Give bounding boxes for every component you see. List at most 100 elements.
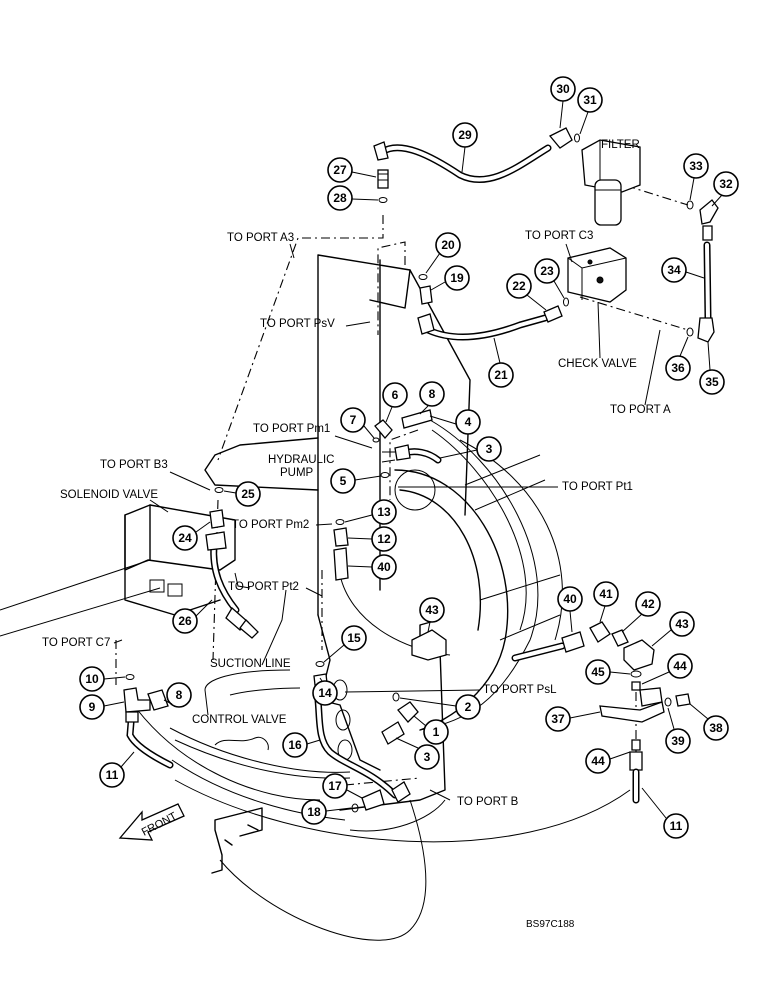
svg-text:37: 37 [551, 712, 565, 726]
callout-22: 22 [506, 273, 547, 311]
callout-24: 24 [172, 521, 211, 551]
label-to-port-a3: TO PORT A3 [227, 232, 294, 244]
svg-text:36: 36 [671, 361, 685, 375]
svg-text:2: 2 [465, 700, 472, 714]
svg-text:43: 43 [425, 603, 439, 617]
callout-29: 29 [452, 122, 478, 173]
callout-4: 4 [429, 409, 481, 435]
callout-33: 33 [683, 153, 709, 201]
callout-31: 31 [577, 87, 603, 135]
svg-text:45: 45 [591, 665, 605, 679]
svg-text:8: 8 [176, 688, 183, 702]
callout-1: 1 [413, 715, 449, 745]
callout-25: 25 [223, 481, 261, 507]
callout-2: 2 [399, 694, 481, 720]
svg-text:30: 30 [556, 82, 570, 96]
svg-text:26: 26 [178, 614, 192, 628]
svg-text:22: 22 [512, 279, 526, 293]
callout-8-left: 8 [163, 682, 192, 708]
svg-text:35: 35 [705, 375, 719, 389]
svg-text:42: 42 [641, 597, 655, 611]
svg-text:11: 11 [670, 819, 683, 833]
label-leaders [113, 243, 661, 801]
label-to-port-pt2: TO PORT Pt2 [228, 581, 299, 593]
svg-text:28: 28 [333, 191, 347, 205]
callout-32: 32 [711, 171, 739, 207]
callout-23: 23 [534, 258, 565, 299]
callout-44-top: 44 [641, 653, 693, 685]
svg-text:40: 40 [377, 560, 391, 574]
svg-text:15: 15 [347, 631, 361, 645]
callout-45: 45 [585, 659, 631, 685]
callout-8: 8 [419, 381, 445, 415]
callout-5: 5 [330, 468, 382, 494]
svg-text:9: 9 [89, 700, 96, 714]
callout-20: 20 [425, 232, 461, 274]
label-to-port-psv: TO PORT PsV [260, 318, 335, 330]
label-to-port-b: TO PORT B [457, 796, 519, 808]
callout-27: 27 [327, 157, 377, 183]
callout-40-left: 40 [347, 554, 397, 580]
svg-text:44: 44 [673, 659, 687, 673]
svg-text:13: 13 [377, 505, 391, 519]
svg-text:17: 17 [328, 779, 342, 793]
svg-text:16: 16 [288, 738, 302, 752]
svg-text:11: 11 [106, 768, 119, 782]
callout-16: 16 [282, 732, 321, 758]
callout-3-top: 3 [439, 436, 502, 462]
svg-text:33: 33 [689, 159, 703, 173]
callout-10: 10 [79, 666, 126, 692]
callout-21: 21 [488, 337, 514, 388]
hoses [126, 144, 712, 799]
label-drawing-code: BS97C188 [526, 919, 575, 930]
callout-40-right: 40 [557, 586, 583, 633]
callout-19: 19 [430, 265, 470, 291]
callout-44-bottom: 44 [585, 748, 631, 774]
svg-text:1: 1 [433, 725, 440, 739]
port-labels: FILTER TO PORT A3 TO PORT C3 TO PORT PsV… [42, 139, 671, 930]
svg-text:12: 12 [377, 532, 391, 546]
callout-43-left: 43 [419, 597, 445, 633]
svg-text:19: 19 [450, 271, 464, 285]
callout-18: 18 [301, 799, 352, 825]
label-to-port-b3: TO PORT B3 [100, 459, 168, 471]
svg-text:3: 3 [486, 442, 493, 456]
callout-7: 7 [340, 407, 375, 439]
svg-text:14: 14 [318, 686, 332, 700]
svg-text:21: 21 [494, 368, 508, 382]
label-suction-line: SUCTION LINE [210, 658, 291, 670]
svg-text:31: 31 [583, 93, 597, 107]
callout-28: 28 [327, 185, 379, 211]
label-to-port-c3: TO PORT C3 [525, 230, 593, 242]
callout-9: 9 [79, 694, 125, 720]
callout-34: 34 [661, 257, 705, 283]
callout-39: 39 [665, 707, 691, 754]
svg-text:39: 39 [671, 734, 685, 748]
callout-15: 15 [323, 625, 367, 663]
label-to-port-pm1: TO PORT Pm1 [253, 423, 330, 435]
label-to-port-a: TO PORT A [610, 404, 671, 416]
svg-text:43: 43 [675, 617, 689, 631]
svg-text:38: 38 [709, 721, 723, 735]
callout-11-left: 11 [99, 751, 135, 788]
callout-38: 38 [689, 703, 729, 741]
callout-41: 41 [593, 581, 619, 623]
svg-text:24: 24 [178, 531, 192, 545]
svg-text:41: 41 [599, 587, 613, 601]
svg-text:8: 8 [429, 387, 436, 401]
callout-36: 36 [665, 336, 691, 381]
label-to-port-pt1: TO PORT Pt1 [562, 481, 633, 493]
svg-text:18: 18 [307, 805, 321, 819]
svg-text:25: 25 [241, 487, 255, 501]
callout-26: 26 [172, 599, 213, 634]
svg-text:4: 4 [465, 415, 472, 429]
callout-3-bottom: 3 [395, 737, 440, 770]
callout-17: 17 [322, 773, 363, 799]
callout-37: 37 [545, 706, 601, 732]
label-filter: FILTER [601, 139, 640, 151]
label-to-port-psl: TO PORT PsL [483, 684, 557, 696]
svg-text:10: 10 [85, 672, 99, 686]
callout-11-right: 11 [641, 787, 689, 839]
callout-30: 30 [550, 76, 576, 129]
